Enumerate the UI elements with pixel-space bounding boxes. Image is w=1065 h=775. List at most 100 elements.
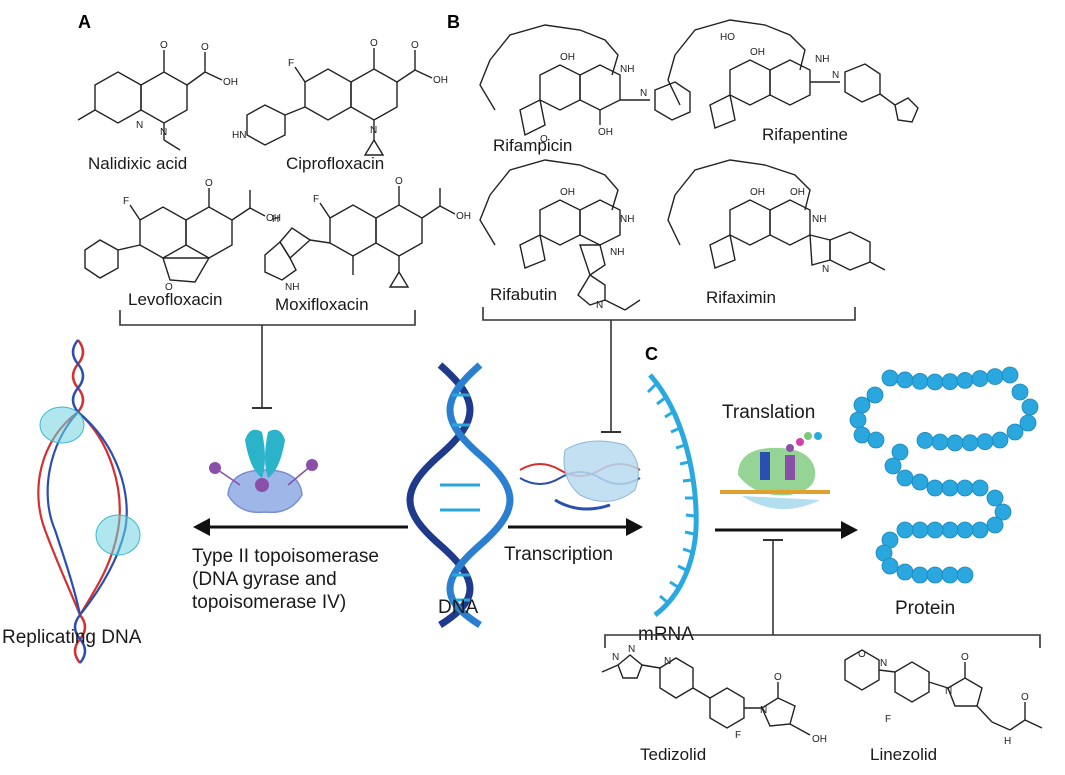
- atom-n: N: [822, 264, 829, 275]
- atom-o: O: [165, 282, 173, 293]
- protein-bead: [941, 373, 959, 391]
- rna-polymerase-illustration: [519, 440, 641, 511]
- protein-bead: [976, 433, 994, 451]
- linezolid-structure: O N F N O H O: [844, 649, 1043, 747]
- protein-bead: [956, 371, 974, 389]
- label-replicating-dna: Replicating DNA: [2, 627, 142, 648]
- atom-h: H: [1004, 736, 1011, 747]
- protein-bead: [896, 521, 914, 539]
- atom-n: N: [880, 658, 887, 669]
- label-moxifloxacin: Moxifloxacin: [275, 295, 369, 314]
- protein-bead: [853, 426, 871, 444]
- protein-bead: [911, 372, 929, 390]
- label-topoisomerase-line1: Type II topoisomerase: [192, 546, 379, 567]
- protein-bead: [971, 370, 989, 387]
- atom-oh: OH: [812, 734, 827, 745]
- atom-o: O: [540, 134, 548, 145]
- rifaximin-structure: OH OH NH N: [667, 159, 886, 275]
- protein-bead: [1019, 414, 1037, 432]
- atom-oh: OH: [560, 187, 575, 198]
- atom-hn: HN: [232, 130, 246, 141]
- label-translation: Translation: [722, 402, 815, 423]
- atom-o: O: [160, 40, 168, 51]
- atom-nh: NH: [285, 282, 299, 293]
- atom-o: O: [411, 40, 419, 51]
- atom-o: O: [395, 176, 403, 187]
- rifabutin-structure: OH NH NH N: [479, 159, 641, 311]
- atom-n: N: [832, 70, 839, 81]
- atom-oh: OH: [598, 127, 613, 138]
- atom-oh: OH: [266, 213, 281, 224]
- label-transcription: Transcription: [504, 544, 613, 565]
- atom-nh: NH: [812, 214, 826, 225]
- atom-nh: NH: [610, 247, 624, 258]
- label-rifaximin: Rifaximin: [706, 288, 776, 307]
- panel-label-b: B: [447, 12, 460, 32]
- arrowhead-transcription: [626, 518, 643, 536]
- protein-bead: [986, 516, 1004, 534]
- dna-helix-illustration: [406, 362, 514, 628]
- mrna-illustration: [646, 373, 699, 617]
- topoisomerase-illustration: [209, 429, 318, 514]
- atom-n: N: [640, 88, 647, 99]
- rifapentine-structure: OH HO NH N: [667, 19, 919, 129]
- protein-bead: [1011, 383, 1029, 401]
- protein-bead: [956, 566, 974, 584]
- atom-nh: NH: [815, 54, 829, 65]
- tedizolid-structure: N N N F N O OH: [601, 644, 827, 745]
- protein-bead: [926, 521, 944, 539]
- atom-o: O: [201, 42, 209, 53]
- label-rifapentine: Rifapentine: [762, 125, 848, 144]
- atom-n: N: [664, 656, 671, 667]
- protein-bead: [926, 566, 944, 584]
- label-protein: Protein: [895, 598, 955, 619]
- atom-o: O: [370, 38, 378, 49]
- atom-o: O: [1021, 692, 1029, 703]
- levofloxacin-structure: O OH F O: [84, 178, 281, 293]
- protein-bead: [849, 411, 867, 429]
- label-rifampicin: Rifampicin: [493, 136, 572, 155]
- panel-label-a: A: [78, 12, 91, 32]
- atom-f: F: [313, 194, 319, 205]
- atom-f: F: [288, 58, 294, 69]
- rifampicin-structure: OH OH O N NH: [479, 24, 691, 145]
- protein-bead: [941, 566, 959, 584]
- atom-oh: OH: [750, 47, 765, 58]
- protein-bead: [916, 432, 934, 449]
- ribosome-illustration: [720, 432, 830, 510]
- protein-bead: [1006, 423, 1024, 441]
- label-levofloxacin: Levofloxacin: [128, 290, 223, 309]
- arrowhead-replication: [193, 518, 210, 536]
- label-rifabutin: Rifabutin: [490, 285, 557, 304]
- atom-n: N: [136, 120, 143, 131]
- atom-nh: NH: [620, 214, 634, 225]
- label-topoisomerase-line3: topoisomerase IV): [192, 592, 346, 613]
- bracket-rifamycins: [482, 307, 856, 321]
- protein-bead: [911, 473, 929, 491]
- replicating-dna-illustration: [37, 339, 141, 664]
- protein-bead: [896, 371, 914, 389]
- protein-bead: [994, 503, 1012, 521]
- protein-bead: [866, 386, 884, 404]
- label-linezolid: Linezolid: [870, 745, 937, 764]
- protein-bead: [956, 521, 974, 539]
- label-nalidixic-acid: Nalidixic acid: [88, 154, 187, 173]
- label-dna: DNA: [438, 597, 478, 618]
- atom-f: F: [885, 714, 891, 725]
- bracket-oxazolidinones: [604, 634, 1041, 648]
- atom-n: N: [160, 127, 167, 138]
- protein-bead: [926, 479, 944, 497]
- atom-f: F: [123, 196, 129, 207]
- atom-o: O: [205, 178, 213, 189]
- protein-bead: [946, 434, 964, 452]
- atom-oh: OH: [433, 75, 448, 86]
- protein-bead: [941, 521, 959, 539]
- atom-o: O: [858, 649, 866, 660]
- protein-bead: [971, 479, 989, 497]
- protein-bead: [956, 479, 974, 497]
- protein-bead: [911, 566, 929, 584]
- atom-oh: OH: [790, 187, 805, 198]
- protein-bead: [931, 433, 949, 451]
- atom-oh: OH: [560, 52, 575, 63]
